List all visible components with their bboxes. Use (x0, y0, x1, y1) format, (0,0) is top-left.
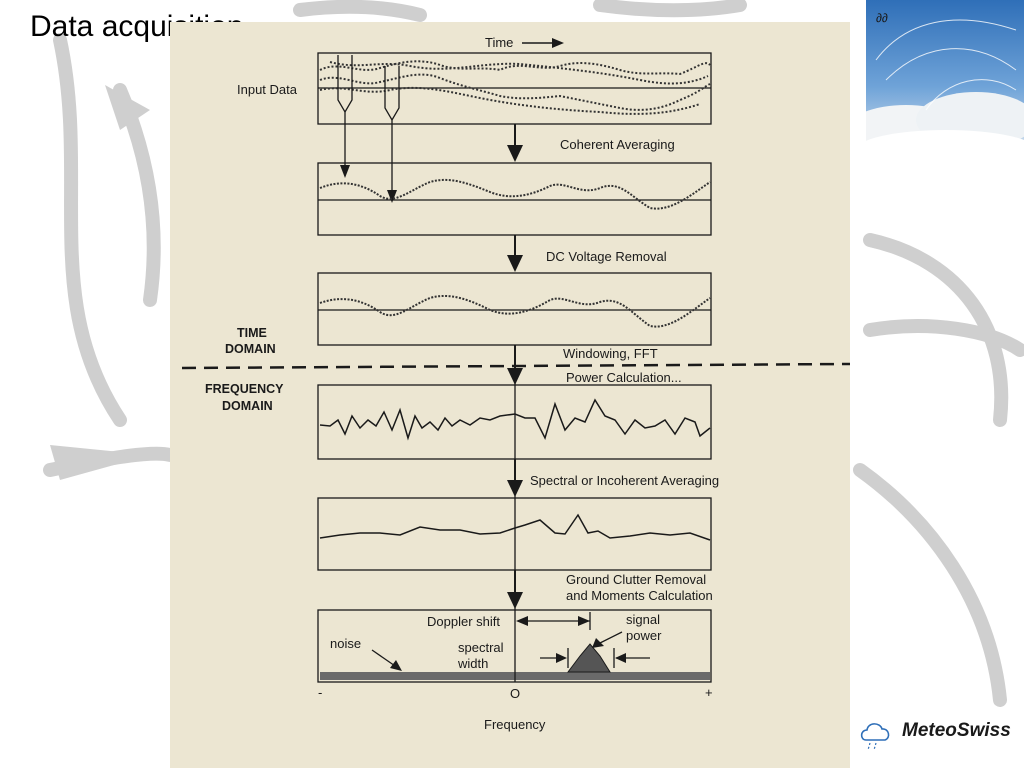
frequency-axis-label: Frequency (484, 717, 546, 732)
step-label: DC Voltage Removal (546, 249, 667, 264)
averaged-spectrum (319, 513, 711, 541)
signal-peak (567, 643, 611, 673)
fft-spectrum (319, 398, 711, 441)
time-domain-label: TIME (237, 326, 267, 340)
meteoswiss-logo-text: MeteoSwiss (902, 720, 1011, 741)
cloud-icon (860, 723, 890, 751)
step-label: Windowing, FFT (563, 346, 658, 361)
frequency-domain-label: DOMAIN (222, 399, 273, 413)
input-data-signal (319, 60, 711, 115)
doppler-shift-label: Doppler shift (427, 614, 500, 629)
sky-clouds-image: ∂∂ (866, 0, 1024, 158)
step-label: Power Calculation... (566, 370, 682, 385)
svg-text:∂∂: ∂∂ (876, 11, 888, 25)
frequency-domain-label: FREQUENCY (205, 382, 284, 396)
step-label: and Moments Calculation (566, 588, 713, 603)
spectral-width-label: width (457, 656, 488, 671)
axis-plus-label: + (705, 685, 713, 700)
spectral-width-label: spectral (458, 640, 504, 655)
step-label: Ground Clutter Removal (566, 572, 706, 587)
input-data-label: Input Data (237, 82, 298, 97)
noise-label: noise (330, 636, 361, 651)
domain-divider (181, 362, 850, 370)
axis-zero-label: O (510, 686, 520, 701)
step-label: Spectral or Incoherent Averaging (530, 473, 719, 488)
panel-coherent-averaging (317, 162, 712, 236)
step-label: Coherent Averaging (560, 137, 675, 152)
axis-minus-label: - (318, 685, 322, 700)
time-arrow-label: Time (485, 35, 513, 50)
time-domain-label: DOMAIN (225, 342, 276, 356)
coherent-averaged-signal (319, 178, 711, 210)
panel-dc-removal (317, 272, 712, 346)
scanned-figure: Time Input Data Coherent Averaging DC Vo… (170, 22, 850, 768)
dc-removed-signal (319, 294, 711, 328)
signal-power-label: power (626, 628, 662, 643)
signal-power-label: signal (626, 612, 660, 627)
